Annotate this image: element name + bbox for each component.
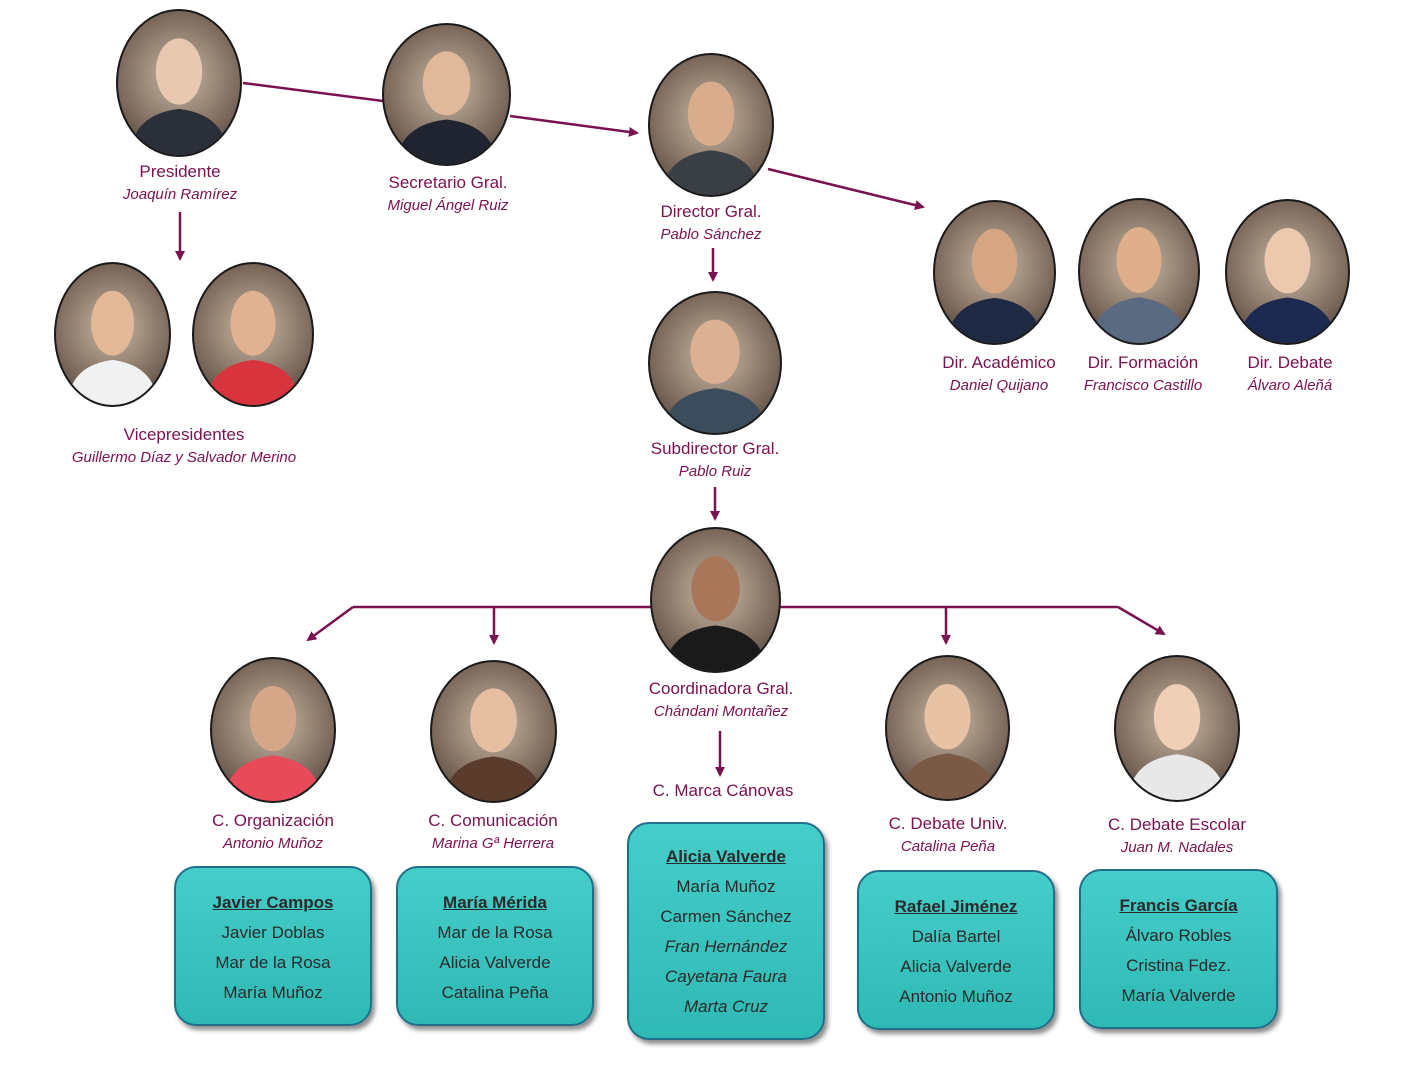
team-box-marca: Alicia Valverde María Muñoz Carmen Sánch… xyxy=(627,822,825,1040)
dir-formacion-role: Dir. Formación xyxy=(1087,353,1199,372)
comunicacion-name: Marina Gª Herrera xyxy=(431,835,555,852)
team-member: Javier Doblas xyxy=(221,923,325,942)
dir-academico-role: Dir. Académico xyxy=(942,353,1056,372)
photo-dir-debate xyxy=(1225,199,1350,345)
team-member: Alicia Valverde xyxy=(439,953,551,972)
team-box-debate-univ: Rafael Jiménez Dalía Bartel Alicia Valve… xyxy=(857,870,1055,1030)
dir-academico-name: Daniel Quijano xyxy=(949,377,1049,394)
dir-formacion-name: Francisco Castillo xyxy=(1083,377,1203,394)
person-icon xyxy=(224,685,322,801)
person-icon xyxy=(662,81,760,195)
team-member: Carmen Sánchez xyxy=(660,907,792,926)
person-icon xyxy=(663,319,767,433)
comunicacion-role: C. Comunicación xyxy=(428,811,558,830)
person-icon xyxy=(1128,684,1226,800)
team-lead: Rafael Jiménez xyxy=(894,897,1018,916)
dir-debate-role: Dir. Debate xyxy=(1247,353,1333,372)
team-member: María Valverde xyxy=(1121,986,1236,1005)
team-member: Dalía Bartel xyxy=(911,927,1001,946)
person-icon xyxy=(444,688,543,801)
team-member-italic: Marta Cruz xyxy=(683,997,769,1016)
photo-debate-univ xyxy=(885,655,1010,801)
marca-role: C. Marca Cánovas xyxy=(652,781,794,800)
team-member: Alicia Valverde xyxy=(900,957,1012,976)
photo-coordinadora xyxy=(650,527,781,673)
photo-presidente xyxy=(116,9,242,157)
team-lead: Javier Campos xyxy=(212,893,334,912)
debate-univ-name: Catalina Peña xyxy=(900,838,996,855)
person-icon xyxy=(946,228,1043,343)
person-icon xyxy=(205,290,301,405)
photo-dir-formacion xyxy=(1078,198,1200,345)
subdirector-role: Subdirector Gral. xyxy=(650,439,780,458)
photo-debate-escolar xyxy=(1114,655,1240,802)
arrow-to-organizacion xyxy=(306,605,354,642)
photo-subdirector xyxy=(648,291,782,435)
photo-secretario xyxy=(382,23,511,166)
photo-director xyxy=(648,53,774,197)
arrow-to-debate-escolar xyxy=(1117,605,1166,636)
presidente-role: Presidente xyxy=(139,162,221,181)
debate-escolar-name: Juan M. Nadales xyxy=(1120,839,1234,856)
team-member: Mar de la Rosa xyxy=(215,953,331,972)
team-box-comunicacion: María Mérida Mar de la Rosa Alicia Valve… xyxy=(396,866,594,1026)
coordinadora-name: Chándani Montañez xyxy=(653,703,789,720)
presidente-name: Joaquín Ramírez xyxy=(122,186,238,203)
person-icon xyxy=(1239,227,1336,343)
team-lead: Alicia Valverde xyxy=(665,847,787,866)
team-member-italic: Cayetana Faura xyxy=(665,967,787,986)
team-member: Cristina Fdez. xyxy=(1126,956,1231,975)
person-icon xyxy=(67,290,158,405)
photo-vicepresidente-2 xyxy=(192,262,314,407)
coordinadora-role: Coordinadora Gral. xyxy=(648,679,794,698)
team-member: Catalina Peña xyxy=(441,983,549,1002)
arrow-secretario-director xyxy=(509,114,639,137)
debate-escolar-role: C. Debate Escolar xyxy=(1108,815,1246,834)
line-presidente-secretario xyxy=(242,81,384,103)
photo-vicepresidente-1 xyxy=(54,262,171,407)
team-lead: Francis García xyxy=(1119,896,1238,915)
photo-comunicacion xyxy=(430,660,557,803)
team-box-debate-escolar: Francis García Álvaro Robles Cristina Fd… xyxy=(1079,869,1278,1029)
dir-debate-name: Álvaro Aleñá xyxy=(1247,377,1333,394)
organizacion-role: C. Organización xyxy=(212,811,334,830)
photo-dir-academico xyxy=(933,200,1056,345)
subdirector-name: Pablo Ruiz xyxy=(678,463,752,480)
person-icon xyxy=(130,38,228,155)
arrow-director-directores xyxy=(767,167,925,210)
team-member: Álvaro Robles xyxy=(1125,926,1232,945)
secretario-role: Secretario Gral. xyxy=(388,173,508,192)
person-icon xyxy=(396,51,497,164)
person-icon xyxy=(899,683,996,799)
team-member: María Muñoz xyxy=(223,983,323,1002)
team-lead: María Mérida xyxy=(443,893,547,912)
team-member: Antonio Muñoz xyxy=(899,987,1013,1006)
secretario-name: Miguel Ángel Ruiz xyxy=(387,197,509,214)
team-member-italic: Fran Hernández xyxy=(664,937,788,956)
person-icon xyxy=(664,555,767,671)
director-role: Director Gral. xyxy=(660,202,762,221)
debate-univ-role: C. Debate Univ. xyxy=(888,814,1008,833)
vicepresidentes-role: Vicepresidentes xyxy=(123,425,245,444)
team-member: Mar de la Rosa xyxy=(437,923,553,942)
team-box-organizacion: Javier Campos Javier Doblas Mar de la Ro… xyxy=(174,866,372,1026)
vicepresidentes-name: Guillermo Díaz y Salvador Merino xyxy=(71,449,297,466)
person-icon xyxy=(1091,227,1187,343)
director-name: Pablo Sánchez xyxy=(660,226,762,243)
photo-organizacion xyxy=(210,657,336,803)
organizacion-name: Antonio Muñoz xyxy=(222,835,324,852)
team-member: María Muñoz xyxy=(676,877,776,896)
